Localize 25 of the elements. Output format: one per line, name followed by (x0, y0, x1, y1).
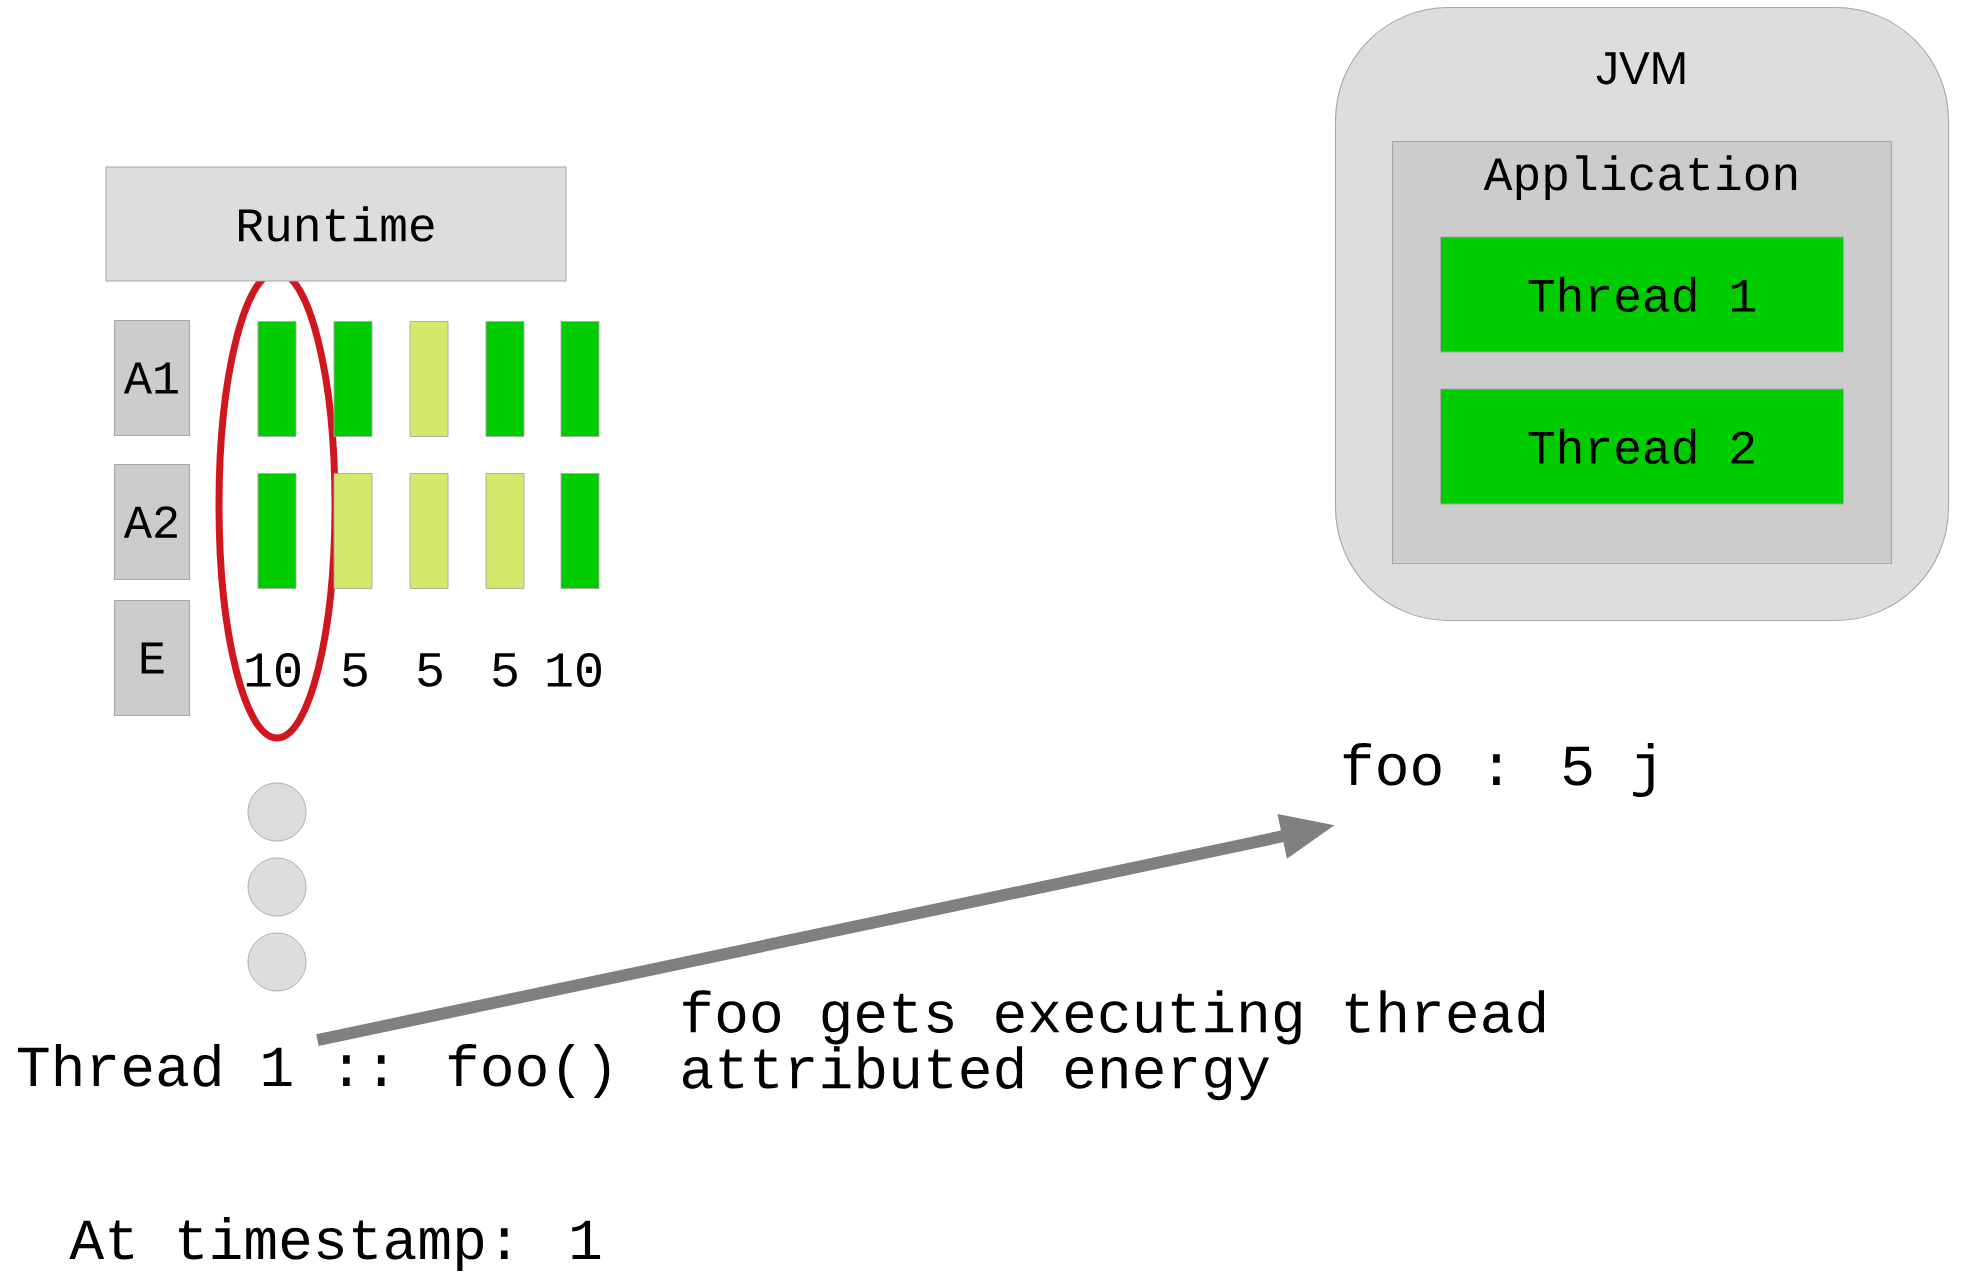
bar (560, 321, 600, 437)
bar (409, 473, 449, 589)
bar (560, 473, 600, 589)
energy-value: 5 (343, 653, 367, 687)
bar (485, 321, 525, 437)
thread-box: Thread 1 (1440, 236, 1845, 353)
bar (333, 321, 373, 437)
energy-value: 10 (547, 653, 601, 687)
row-label-box: E (114, 599, 191, 717)
bar (257, 473, 297, 589)
annotation-text: foo gets executing thread attributed energy (683, 990, 1545, 1101)
energy-value: 5 (418, 653, 442, 687)
thread-box: Thread 2 (1440, 388, 1845, 505)
energy-value: 10 (246, 653, 300, 687)
bar (409, 321, 449, 437)
runtime-box: Runtime (105, 166, 567, 282)
bar (485, 473, 525, 589)
row-label-box: A2 (114, 463, 191, 581)
code-text: Thread 1 :: foo() (18, 1043, 610, 1099)
timestamp-text: At timestamp: 1 (69, 1216, 601, 1272)
code-text: foo : 5 j (1343, 742, 1654, 798)
bar (333, 473, 373, 589)
bar (257, 321, 297, 437)
energy-value: 5 (493, 653, 517, 687)
row-label-box: A1 (114, 319, 191, 437)
